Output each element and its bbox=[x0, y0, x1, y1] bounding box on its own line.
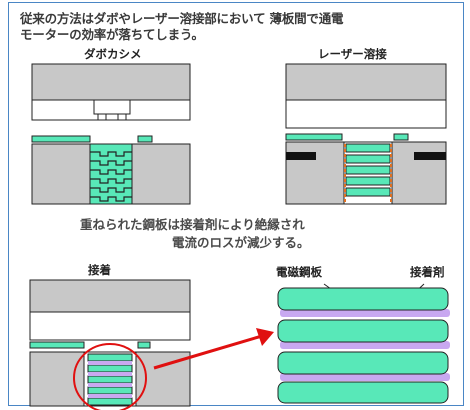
laser-weld-diagram bbox=[285, 63, 447, 205]
lamination-detail bbox=[277, 283, 450, 404]
zoom-arrow-icon bbox=[153, 328, 274, 370]
adhesive-bond-diagram bbox=[29, 279, 191, 410]
insulation-caption-line-2: 電流のロスが減少する。 bbox=[172, 235, 310, 250]
insulation-caption-line-1: 重ねられた鋼板は接着剤により絶縁され bbox=[80, 217, 305, 232]
dowel-crimp-label: ダボカシメ bbox=[84, 47, 142, 61]
steel-sheet-label: 電磁鋼板 bbox=[276, 265, 322, 279]
header-line-2: モーターの効率が落ちてしまう。 bbox=[20, 27, 204, 42]
dowel-crimp-diagram bbox=[31, 63, 191, 205]
header-line-1: 従来の方法はダボやレーザー溶接部において 薄板間で通電 bbox=[20, 11, 344, 26]
laser-weld-label: レーザー溶接 bbox=[318, 47, 387, 61]
adhesive-label: 接着剤 bbox=[410, 265, 445, 279]
adhesive-bond-label: 接着 bbox=[88, 263, 111, 277]
